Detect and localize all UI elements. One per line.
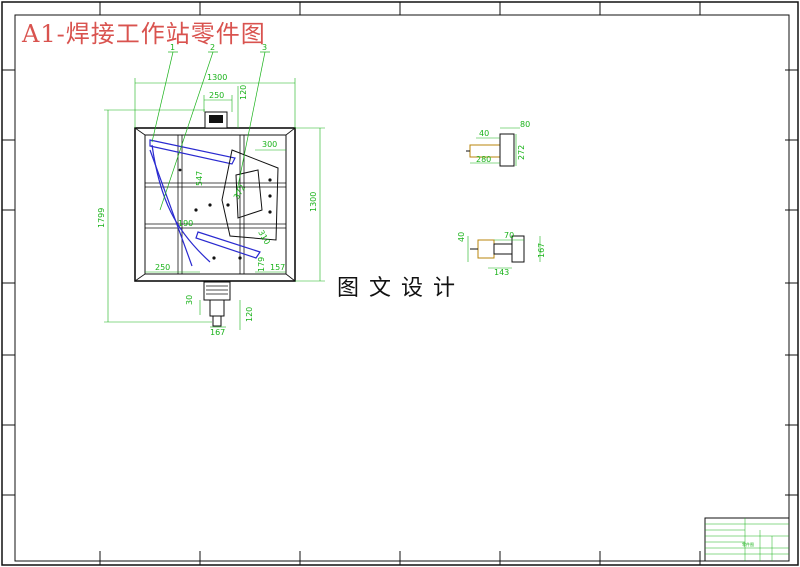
title-block-label: 零件图	[742, 541, 754, 547]
dim-plate-a: 547	[195, 171, 204, 186]
detail2-bottom: 143	[494, 268, 509, 277]
dim-plate-b: 372	[232, 183, 247, 201]
callout-2: 2	[210, 43, 215, 52]
dim-foot-width: 167	[210, 328, 225, 337]
dim-top-width: 250	[209, 91, 224, 100]
dim-inner-width: 300	[262, 140, 277, 149]
part-curved-rod	[151, 144, 211, 263]
callout-leaders	[151, 51, 270, 211]
part-1-arm	[149, 139, 236, 165]
drawing-title: A1-焊接工作站零件图	[22, 20, 266, 48]
detail2-height: 40	[457, 232, 466, 242]
watermark-text: 图文设计	[333, 270, 470, 302]
bottom-fixture	[203, 281, 231, 301]
dim-bottom-mid: 179	[257, 257, 266, 272]
detail1-width-c: 280	[476, 155, 491, 164]
detail-view-2: 40 70 143 167	[457, 231, 546, 277]
dim-foot-height: 120	[245, 307, 254, 322]
dim-overall-width: 1300	[207, 73, 227, 82]
dim-right-height: 1300	[309, 192, 318, 212]
dim-top-height: 120	[239, 85, 248, 100]
dim-foot-left: 30	[185, 295, 194, 305]
part-2-bracket	[195, 231, 261, 259]
detail2-width: 70	[504, 231, 514, 240]
main-view: 1 2 3 1300 250	[97, 43, 325, 337]
dim-left-bottom: 250	[155, 263, 170, 272]
detail1-width-a: 40	[479, 129, 489, 138]
title-block: 零件图	[704, 517, 790, 562]
part-3-plate	[221, 149, 279, 241]
dim-plate-c: 190	[178, 219, 193, 228]
frame-inner	[144, 134, 287, 275]
callout-3: 3	[262, 43, 267, 52]
dim-plate-d: 310	[256, 229, 271, 247]
dimension-lines	[104, 78, 325, 330]
detail-view-1: 40 80 280 272	[466, 120, 530, 167]
dim-bottom-right: 157	[270, 263, 285, 272]
detail1-width-b: 80	[520, 120, 530, 129]
dim-overall-height: 1799	[97, 208, 106, 228]
detail2-right: 167	[537, 243, 546, 258]
detail1-height: 272	[517, 145, 526, 160]
callout-1: 1	[170, 43, 175, 52]
sheet-inner-border	[14, 14, 790, 562]
